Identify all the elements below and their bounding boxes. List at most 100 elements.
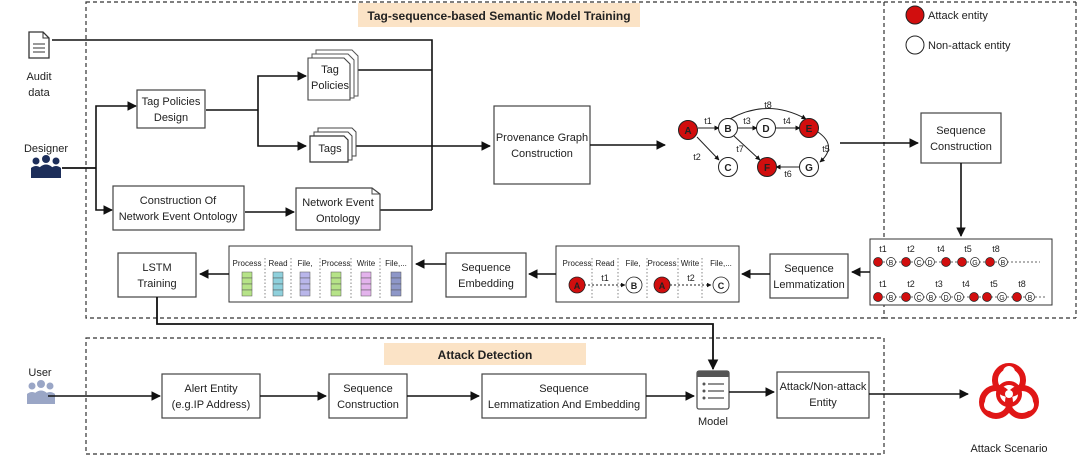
seq-row1-t1: t1 bbox=[879, 244, 887, 254]
training-section-frame bbox=[85, 1, 885, 319]
ontology-doc-line2: Ontology bbox=[316, 213, 361, 225]
seq-row2-t1: t1 bbox=[879, 279, 887, 289]
embedding-header-4: Write bbox=[357, 259, 376, 268]
lemma-node-c bbox=[712, 276, 730, 294]
seq-lemmatization-top-line1: Sequence bbox=[784, 263, 834, 275]
seq-construction-bottom-line1: Sequence bbox=[343, 383, 393, 395]
lemma-embedding-line2: Lemmatization And Embedding bbox=[488, 399, 640, 411]
designer-to-tag-design bbox=[95, 101, 137, 168]
svg-text:B: B bbox=[889, 260, 894, 267]
lemma-header-process-2: Process bbox=[648, 259, 677, 268]
svg-text:B: B bbox=[889, 295, 894, 302]
legend-non-attack-label: Non-attack entity bbox=[928, 40, 1011, 52]
lemma-embedding-line1: Sequence bbox=[539, 383, 589, 395]
embedding-cell-4-1 bbox=[360, 277, 372, 285]
lemma-panel bbox=[555, 245, 740, 303]
result-line1: Attack/Non-attack bbox=[780, 381, 867, 393]
embedding-cell-4-2 bbox=[360, 283, 372, 291]
lstm-box bbox=[117, 252, 197, 298]
model-icon bbox=[696, 370, 730, 410]
tag-policies-doc-line2: Policies bbox=[311, 80, 349, 92]
provenance-box bbox=[493, 105, 591, 185]
graph-node-b bbox=[718, 118, 738, 138]
seq-row2-t5: t5 bbox=[990, 279, 998, 289]
graph-node-e-label: E bbox=[806, 124, 813, 135]
alert-entity-line1: Alert Entity bbox=[184, 383, 238, 395]
tag-policies-design-line2: Design bbox=[154, 112, 188, 124]
designer-label: Designer bbox=[24, 143, 68, 155]
embedding-cell-0-1 bbox=[241, 277, 253, 285]
graph-node-f bbox=[757, 157, 777, 177]
ontology-construction-line2: Network Event Ontology bbox=[119, 211, 238, 223]
lemma-header-file-2: File,... bbox=[710, 259, 732, 268]
lemma-node-a2 bbox=[653, 276, 671, 294]
lemma-node-c-label: C bbox=[718, 281, 725, 291]
user-label: User bbox=[28, 367, 52, 379]
graph-node-d bbox=[756, 118, 776, 138]
graph-node-g bbox=[799, 157, 819, 177]
svg-text:D: D bbox=[943, 295, 948, 302]
seq-construction-bottom-line2: Construction bbox=[337, 399, 399, 411]
edge-label-t5: t5 bbox=[822, 144, 830, 154]
embedding-cell-5-0 bbox=[390, 271, 402, 279]
graph-node-a bbox=[678, 120, 698, 140]
alert-entity-line2: (e.g.IP Address) bbox=[172, 399, 251, 411]
seq-lemmatization-top-box bbox=[769, 253, 849, 299]
detection-title: Attack Detection bbox=[438, 348, 533, 362]
seq-embedding-box bbox=[445, 252, 527, 298]
embedding-cell-0-0 bbox=[241, 271, 253, 279]
embedding-cell-1-1 bbox=[272, 277, 284, 285]
lemma-embedding-box bbox=[481, 373, 647, 419]
edge-label-t2: t2 bbox=[693, 152, 701, 162]
embedding-cell-2-3 bbox=[299, 289, 311, 297]
embedding-cell-5-1 bbox=[390, 277, 402, 285]
lemma-node-b-label: B bbox=[631, 281, 638, 291]
sequence-row-2: t1 t2 t3 t4 t5 t8 B C B D D G B bbox=[873, 279, 1045, 302]
attack-scenario-label: Attack Scenario bbox=[970, 443, 1047, 455]
graph-node-b-label: B bbox=[724, 124, 731, 135]
provenance-graph: t1 t2 t3 t4 t5 t6 t7 t8 A B C D E F G bbox=[678, 100, 830, 179]
embedding-header-1: Read bbox=[268, 259, 287, 268]
tag-policies-design-line1: Tag Policies bbox=[142, 96, 201, 108]
lemma-header-write: Write bbox=[681, 259, 700, 268]
designer-icon bbox=[31, 155, 61, 178]
audit-label-line2: data bbox=[28, 87, 50, 99]
edge-label-t3: t3 bbox=[743, 116, 751, 126]
seq-lemmatization-top-line2: Lemmatization bbox=[773, 279, 845, 291]
detection-section-frame bbox=[85, 337, 885, 455]
lemma-separators bbox=[591, 258, 703, 300]
seq-construction-top-box bbox=[920, 112, 1002, 164]
embedding-header-5: File,... bbox=[385, 259, 407, 268]
seq-construction-bottom-box bbox=[328, 373, 408, 419]
graph-node-c-label: C bbox=[724, 163, 731, 174]
legend-non-attack-icon bbox=[905, 35, 925, 55]
ontology-doc-line1: Network Event bbox=[302, 197, 374, 209]
detection-title-bg bbox=[384, 343, 586, 365]
lstm-line2: Training bbox=[137, 278, 176, 290]
seq-row2-t8: t8 bbox=[1018, 279, 1026, 289]
seq-row2-t4: t4 bbox=[962, 279, 970, 289]
svg-text:B: B bbox=[1001, 260, 1006, 267]
to-tags bbox=[257, 110, 307, 151]
svg-text:G: G bbox=[972, 260, 977, 267]
tag-policies-design-box bbox=[136, 89, 206, 129]
seq-row1-t8: t8 bbox=[992, 244, 1000, 254]
legend-attack-label: Attack entity bbox=[928, 10, 988, 22]
seq-row1-t2: t2 bbox=[907, 244, 915, 254]
ontology-construction-box bbox=[112, 185, 245, 231]
legend-attack-icon bbox=[905, 5, 925, 25]
embedding-cell-1-2 bbox=[272, 283, 284, 291]
seq-construction-top-line1: Sequence bbox=[936, 125, 986, 137]
embedding-cell-3-3 bbox=[330, 289, 342, 297]
embedding-header-3: Process bbox=[322, 259, 351, 268]
embedding-cell-5-2 bbox=[390, 283, 402, 291]
lstm-to-model bbox=[156, 297, 719, 371]
audit-data-icon bbox=[28, 31, 50, 59]
lemma-header-process: Process bbox=[563, 259, 592, 268]
embedding-cell-1-0 bbox=[272, 271, 284, 279]
to-tag-policies bbox=[257, 71, 307, 110]
edge-label-t8: t8 bbox=[764, 100, 772, 110]
lemma-node-a2-label: A bbox=[659, 281, 666, 291]
audit-label-line1: Audit bbox=[26, 71, 51, 83]
